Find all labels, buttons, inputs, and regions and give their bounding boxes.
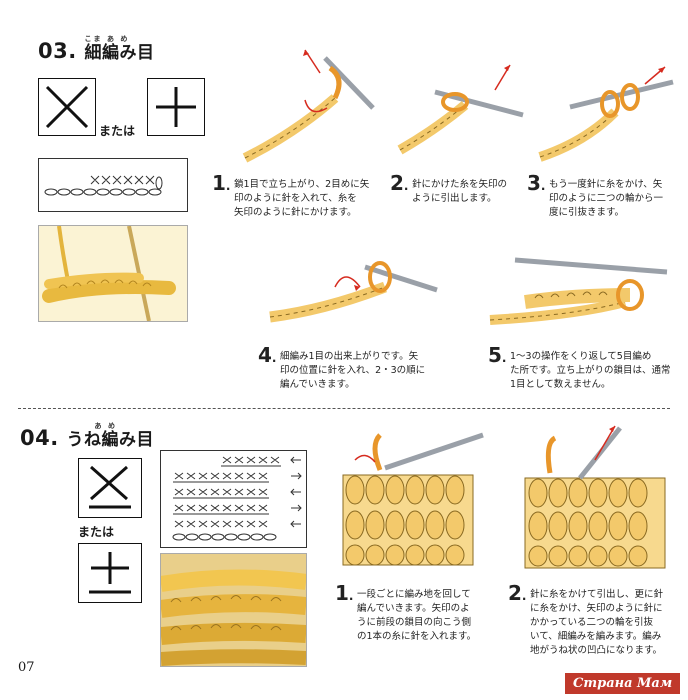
step-1-illustration: [235, 38, 375, 168]
step-03-2-number: 2.: [390, 171, 409, 195]
section-divider: [18, 408, 670, 409]
ridge-chart-diagram: [172, 456, 302, 541]
step-03-4-num-text: 4: [258, 343, 272, 367]
step-03-2-text: 針にかけた糸を矢印の ように引出します。: [412, 179, 508, 204]
step-04-1: 1. 一段ごとに編み地を回して 編んでいきます。矢印のよ うに前段の鎖目の向こう…: [335, 581, 510, 650]
plus-symbol-icon: [156, 87, 196, 127]
step-04-1-num-text: 1: [335, 581, 349, 605]
section-03-heading: こま あ め 細編み目: [84, 35, 155, 63]
or-label-04: または: [78, 525, 115, 539]
section-04-heading-text: うね編み目: [66, 430, 155, 450]
section-04-title: 04. あ め うね編み目: [20, 422, 155, 450]
step-3-illustration: [535, 62, 675, 162]
ridge-x-symbol-box: [78, 458, 142, 518]
step-04-2-number: 2.: [508, 581, 527, 605]
step-04-2-num-text: 2: [508, 581, 522, 605]
step-04-2: 2. 針に糸をかけて引出し、更に針 に糸をかけ、矢印のように針に かかっている二…: [508, 581, 686, 664]
step-03-2: 2. 針にかけた糸を矢印の ように引出します。: [390, 171, 530, 218]
step-03-4-text: 細編み1目の出来上がりです。矢 印の位置に針を入れ、2・3の順に 編んでいきます…: [280, 351, 426, 390]
underlined-plus-symbol-icon: [89, 552, 131, 594]
step-03-3-num-text: 3: [527, 171, 541, 195]
step-04-1-number: 1.: [335, 581, 354, 605]
ridge-sample-photo: [160, 553, 307, 667]
section-04-heading: あ め うね編み目: [66, 422, 155, 450]
section-03-ruby: こま あ め: [84, 35, 130, 43]
crochet-step-1-icon: [242, 49, 375, 163]
section-03-title: 03. こま あ め 細編み目: [38, 35, 155, 63]
or-label-03: または: [99, 124, 136, 138]
ridge-plus-symbol-box: [78, 543, 142, 603]
step-5-illustration: [485, 240, 670, 335]
step-03-5-num-text: 5: [488, 343, 502, 367]
ridge-crochet-step-1-icon: [342, 432, 484, 566]
crochet-step-3-icon: [538, 66, 674, 162]
ridge-yarn-photo-image: [161, 554, 306, 666]
step-03-2-num-text: 2: [390, 171, 404, 195]
crochet-step-5-icon: [489, 257, 668, 325]
step-04-2-text: 針に糸をかけて引出し、更に針 に糸をかけ、矢印のように針に かかっている二つの輪…: [530, 589, 664, 656]
sc-x-symbol-box: [38, 78, 96, 136]
sc-plus-symbol-box: [147, 78, 205, 136]
underlined-x-symbol-icon: [89, 465, 131, 509]
step-03-5-text: 1〜3の操作をくり返して5目編め た所です。立ち上がりの鎖目は、通常 1目として…: [510, 351, 671, 390]
ridge-step-1-illustration: [335, 430, 485, 570]
sc-stitch-chart: [38, 158, 188, 212]
step-03-5-number: 5.: [488, 343, 507, 367]
step-4-illustration: [265, 232, 440, 332]
step-03-5: 5. 1〜3の操作をくり返して5目編め た所です。立ち上がりの鎖目は、通常 1目…: [488, 343, 683, 400]
step-03-1: 1. 鎖1目で立ち上がり、2目めに矢 印のように針を入れて、糸を 矢印のように針…: [212, 171, 384, 228]
sc-sample-photo: [38, 225, 188, 322]
site-watermark: Страна Мам: [565, 673, 681, 694]
stitch-chart-diagram: [44, 175, 163, 196]
section-03-heading-text: 細編み目: [84, 43, 155, 63]
yarn-photo-image: [39, 226, 187, 321]
step-04-1-text: 一段ごとに編み地を回して 編んでいきます。矢印のよ うに前段の鎖目の向こう側 の…: [357, 589, 477, 642]
step-03-3-text: もう一度針に糸をかけ、矢 印のように二つの輪から一 度に引抜きます。: [549, 179, 664, 218]
crochet-step-2-icon: [397, 64, 524, 155]
step-03-1-num-text: 1: [212, 171, 226, 195]
section-04-number: 04.: [20, 426, 59, 450]
page-number: 07: [18, 660, 35, 675]
ridge-stitch-chart: [160, 450, 307, 548]
section-03-number: 03.: [38, 39, 77, 63]
step-03-1-number: 1.: [212, 171, 231, 195]
crochet-step-4-icon: [269, 261, 438, 323]
step-03-4: 4. 細編み1目の出来上がりです。矢 印の位置に針を入れ、2・3の順に 編んでい…: [258, 343, 463, 400]
ridge-step-2-illustration: [520, 418, 670, 573]
ridge-crochet-step-2-icon: [524, 425, 666, 569]
section-04-ruby: あ め: [94, 422, 117, 430]
step-03-3: 3. もう一度針に糸をかけ、矢 印のように二つの輪から一 度に引抜きます。: [527, 171, 687, 228]
step-03-4-number: 4.: [258, 343, 277, 367]
x-symbol-icon: [45, 85, 89, 129]
step-03-3-number: 3.: [527, 171, 546, 195]
step-03-1-text: 鎖1目で立ち上がり、2目めに矢 印のように針を入れて、糸を 矢印のように針にかけ…: [234, 179, 370, 218]
step-2-illustration: [395, 60, 525, 160]
